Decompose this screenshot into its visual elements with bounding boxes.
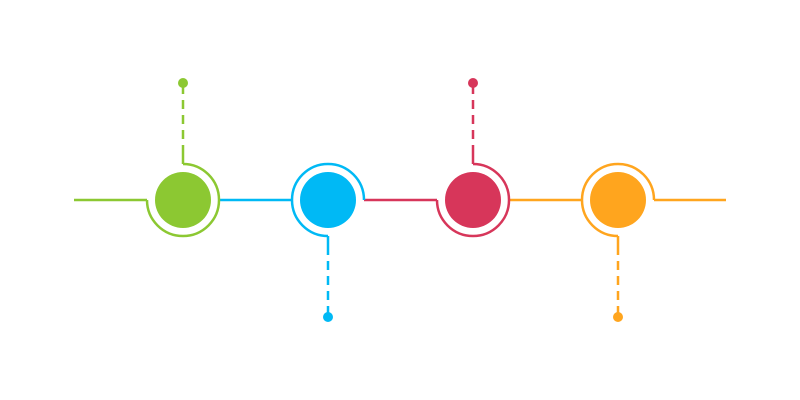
node-outline-arc bbox=[580, 162, 656, 238]
timeline-node-3 bbox=[435, 78, 511, 238]
timeline-nodes bbox=[145, 78, 656, 322]
timeline-node-4 bbox=[580, 162, 656, 322]
node-circle bbox=[445, 172, 501, 228]
node-circle bbox=[300, 172, 356, 228]
node-outline-arc bbox=[435, 162, 511, 238]
node-circle bbox=[155, 172, 211, 228]
node-outline-arc bbox=[290, 162, 366, 238]
timeline-node-1 bbox=[145, 78, 221, 238]
timeline-node-2 bbox=[290, 162, 366, 322]
node-stem-end-dot bbox=[178, 78, 188, 88]
node-stem-end-dot bbox=[613, 312, 623, 322]
node-outline-arc bbox=[145, 162, 221, 238]
node-stem-end-dot bbox=[468, 78, 478, 88]
node-stem-end-dot bbox=[323, 312, 333, 322]
node-circle bbox=[590, 172, 646, 228]
